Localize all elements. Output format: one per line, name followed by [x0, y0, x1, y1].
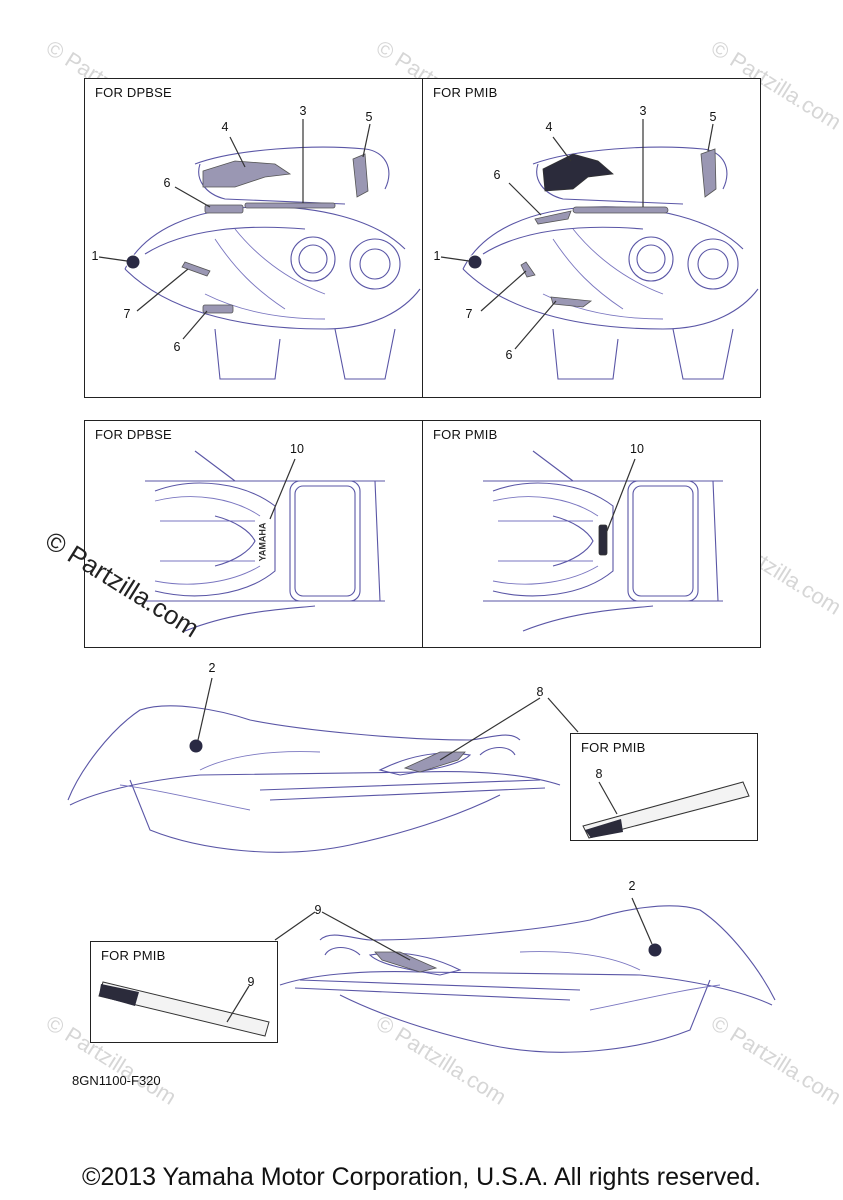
callout-8: 8	[595, 767, 603, 781]
callout-2: 2	[628, 879, 636, 893]
callout-7: 7	[465, 307, 473, 321]
panel-top-left: FOR DPBSE 4 3 5 6 1 7 6	[84, 78, 423, 398]
jetski-front-illustration	[98, 119, 421, 380]
callout-5: 5	[365, 110, 373, 124]
callout-6: 6	[173, 340, 181, 354]
emblem-1	[125, 254, 141, 270]
jetski-side-illustration	[67, 677, 579, 853]
decal-7	[181, 261, 211, 277]
decal-5	[700, 148, 717, 198]
jetski-front-illustration	[440, 119, 759, 380]
panel-label: FOR PMIB	[433, 427, 498, 442]
emblem-2	[647, 942, 663, 958]
yamaha-hood-text: YAMAHA	[257, 522, 268, 562]
callout-5: 5	[709, 110, 717, 124]
callout-6: 6	[505, 348, 513, 362]
callout-6: 6	[163, 176, 171, 190]
callout-9: 9	[314, 903, 322, 917]
decal-6b	[550, 296, 593, 308]
callout-3: 3	[639, 104, 647, 118]
callout-4: 4	[221, 120, 229, 134]
inset-panel-8: FOR PMIB 8	[570, 733, 758, 841]
decal-4	[202, 160, 292, 188]
panel-mid-left: FOR DPBSE 10 YAMAHA	[84, 420, 423, 648]
callout-9: 9	[247, 975, 255, 989]
jetski-top-illustration	[145, 450, 385, 632]
decal-6a	[534, 210, 572, 225]
callout-6: 6	[493, 168, 501, 182]
decal-9-strip	[98, 981, 270, 1037]
panel-label: FOR DPBSE	[95, 85, 172, 100]
decal-5	[352, 153, 369, 198]
decal-10	[598, 524, 608, 556]
callout-10: 10	[290, 442, 304, 456]
copyright-text: ©2013 Yamaha Motor Corporation, U.S.A. A…	[82, 1163, 761, 1191]
panel-label: FOR DPBSE	[95, 427, 172, 442]
callout-1: 1	[91, 249, 99, 263]
callout-3: 3	[299, 104, 307, 118]
callout-2: 2	[208, 661, 216, 675]
decal-3	[244, 202, 336, 209]
decal-3	[572, 206, 669, 214]
side-view-upper: 2 8	[0, 660, 843, 880]
callout-4: 4	[545, 120, 553, 134]
jetski-side-illustration	[274, 897, 776, 1053]
panel-mid-right: FOR PMIB 10	[422, 420, 761, 648]
callout-7: 7	[123, 307, 131, 321]
decal-7	[520, 261, 536, 278]
emblem-1	[467, 254, 483, 270]
panel-top-right: FOR PMIB 4 3 5 6 1 7 6	[422, 78, 761, 398]
diagram-code: 8GN1100-F320	[72, 1073, 161, 1088]
decal-8-strip	[582, 781, 750, 839]
decal-8	[403, 751, 466, 773]
callout-8: 8	[536, 685, 544, 699]
callout-1: 1	[433, 249, 441, 263]
decal-6a	[204, 204, 244, 214]
panel-label: FOR PMIB	[433, 85, 498, 100]
jetski-top-illustration	[483, 450, 723, 632]
decal-9	[374, 951, 438, 973]
side-view-lower: 9 2	[0, 880, 843, 1060]
panel-label: FOR PMIB	[101, 948, 166, 963]
panel-label: FOR PMIB	[581, 740, 646, 755]
emblem-2	[188, 738, 204, 754]
callout-10: 10	[630, 442, 644, 456]
decal-4	[542, 153, 614, 192]
inset-panel-9: FOR PMIB 9	[90, 941, 278, 1043]
decal-6b	[202, 304, 234, 314]
